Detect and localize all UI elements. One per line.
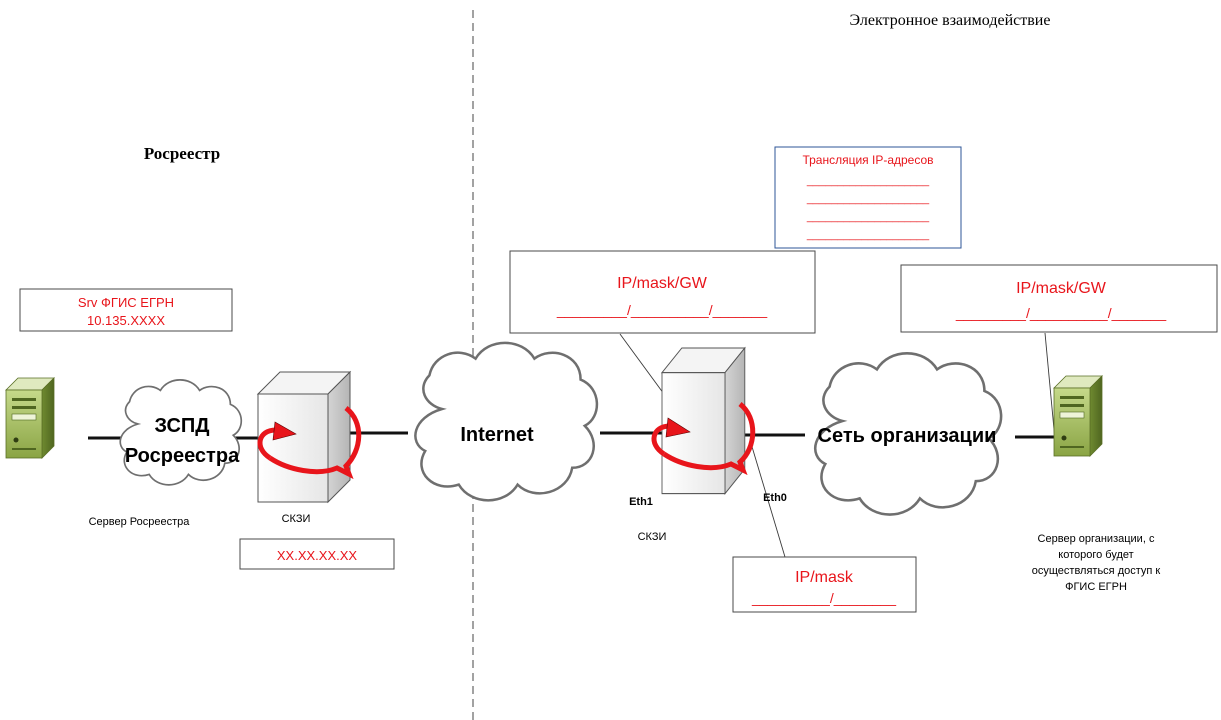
org-server-caption-2: которого будет	[1058, 549, 1133, 561]
zspd-label-line1: ЗСПД	[154, 415, 209, 437]
rosreestr-server-icon	[5, 377, 55, 459]
org-server-caption-4: ФГИС ЕГРН	[1065, 581, 1127, 593]
skzi-right-device	[661, 347, 746, 495]
skzi-left-caption: СКЗИ	[282, 513, 311, 525]
nat-title: Трансляция IP-адресов	[802, 153, 933, 167]
callout-org-ip	[1044, 332, 1056, 441]
zspd-label-line2: Росреестра	[125, 445, 240, 467]
callout-int-ip	[749, 439, 786, 558]
nat-line-2: ____________________	[806, 193, 930, 205]
nat-line-4: ____________________	[806, 229, 930, 241]
skzi-left-ip-box	[239, 538, 395, 570]
external-ip-title: IP/mask/GW	[617, 275, 708, 292]
org-ip-value: _________/__________/_______	[955, 305, 1166, 321]
org-server-caption-1: Сервер организации, с	[1038, 533, 1155, 545]
org-server-caption-3: осуществляться доступ к	[1032, 565, 1161, 577]
internet-cloud	[413, 341, 599, 502]
skzi-right-caption: СКЗИ	[638, 531, 667, 543]
srv-fgis-box	[19, 288, 233, 332]
external-ip-value: _________/__________/_______	[556, 302, 767, 318]
eth0-label: Eth0	[763, 492, 787, 504]
srv-fgis-name: Srv ФГИС ЕГРН	[78, 295, 174, 310]
internet-label: Internet	[460, 424, 534, 446]
org-ip-title: IP/mask/GW	[1016, 280, 1107, 297]
skzi-left-ip: XX.XX.XX.XX	[277, 548, 358, 563]
org-ip-box	[900, 264, 1218, 333]
encryption-arrow-left	[257, 406, 362, 480]
rosreestr-title: Росреестр	[144, 144, 220, 163]
org-server-icon	[1053, 375, 1103, 457]
nat-translation-box	[774, 146, 962, 249]
eth1-label: Eth1	[629, 496, 653, 508]
nat-line-1: ____________________	[806, 175, 930, 187]
internal-ip-box	[732, 556, 917, 613]
electronic-interaction-title: Электронное взаимодействие	[850, 12, 1051, 29]
internal-ip-title: IP/mask	[795, 569, 854, 586]
skzi-left-device	[257, 371, 351, 503]
external-ip-box	[509, 250, 816, 334]
nat-line-3: ____________________	[806, 211, 930, 223]
org-network-label: Сеть организации	[818, 425, 997, 447]
internal-ip-value: __________/________	[751, 590, 896, 606]
encryption-arrow-right	[651, 402, 756, 476]
rosreestr-server-caption: Сервер Росреестра	[89, 516, 191, 528]
srv-fgis-ip: 10.135.XXXX	[87, 313, 165, 328]
